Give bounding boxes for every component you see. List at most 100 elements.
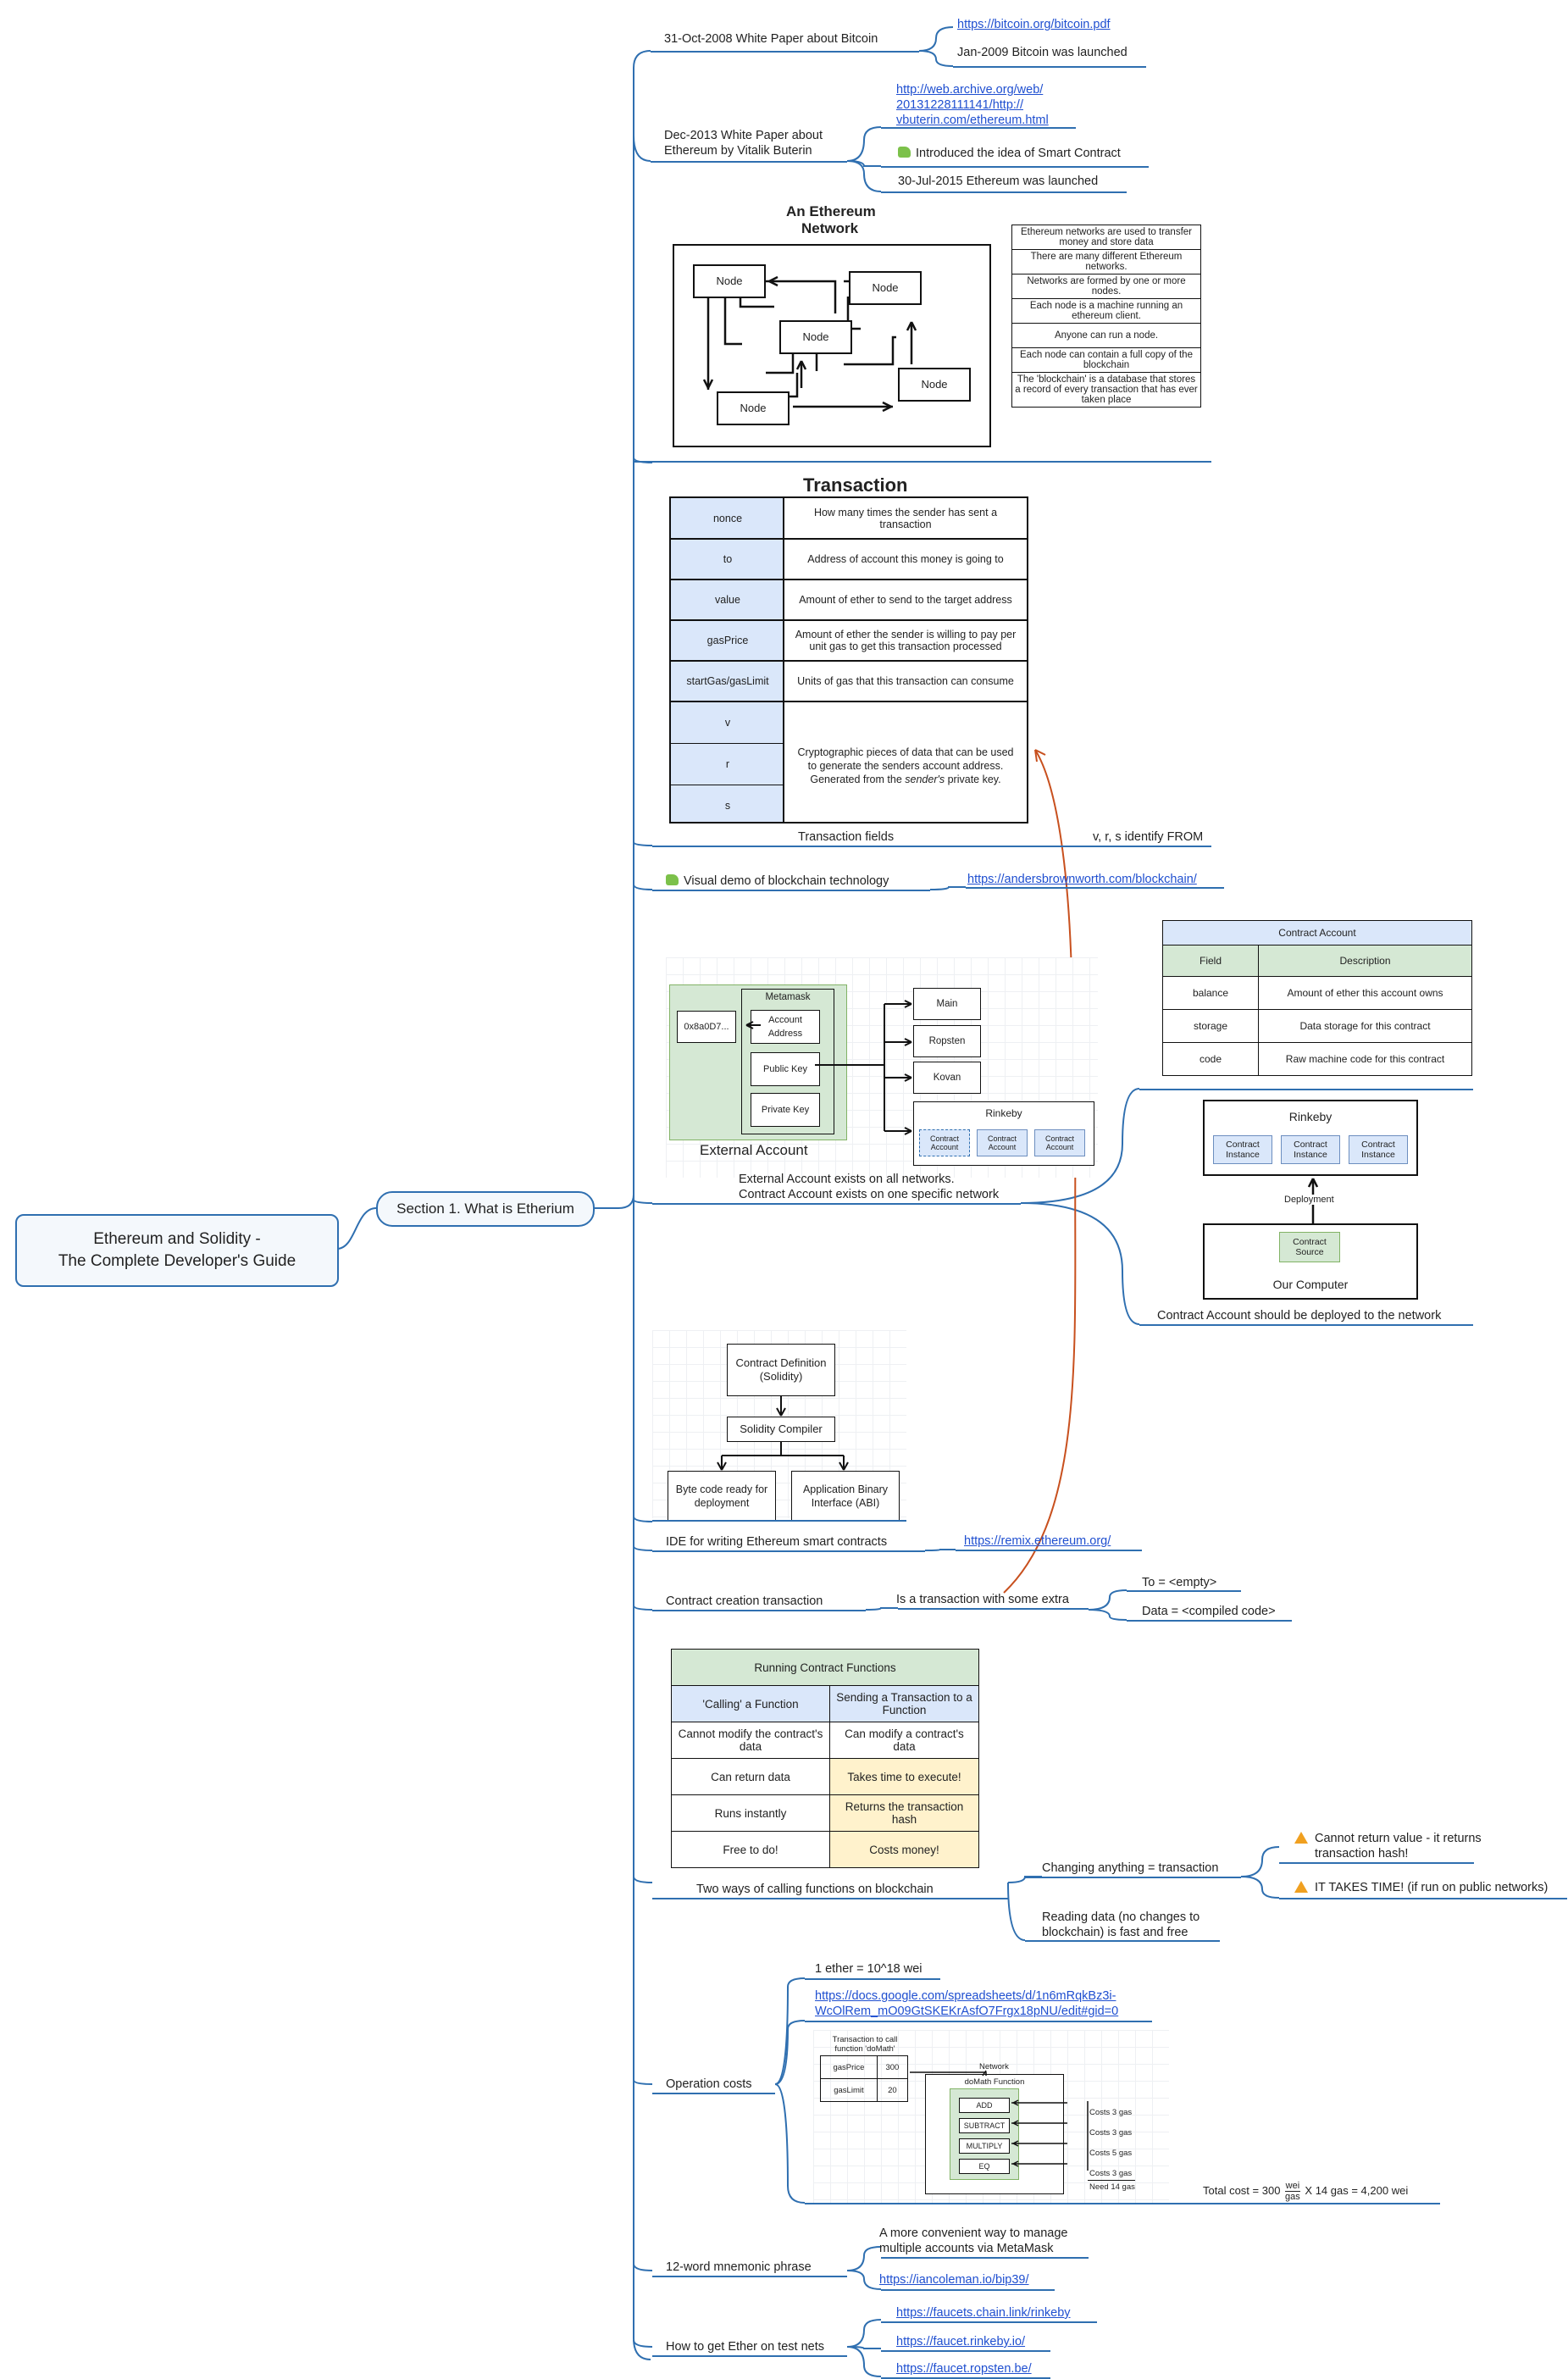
faucets-label: How to get Ether on test nets [666,2340,824,2354]
op-cost-add: Costs 3 gas [1089,2108,1133,2117]
network-main: Main [913,988,981,1020]
eth-launch: 30-Jul-2015 Ethereum was launched [898,175,1099,188]
calling-row-1: Cannot modify the contract's data [671,1722,830,1759]
public-key-box: Public Key [751,1052,820,1086]
domath-box: ADD SUBTRACT MULTIPLY EQ [950,2088,1019,2180]
node-bottom: Node [717,391,790,425]
gasprice-value: 300 [876,2055,909,2079]
fact-2: There are many different Ethereum networ… [1012,250,1200,274]
warning-1-line2: transaction hash! [1315,1847,1409,1860]
deploy-caption: Contract Account should be deployed to t… [1157,1309,1442,1323]
node-center: Node [779,320,852,354]
solidity-compiler-box: Solidity Compiler [727,1417,835,1442]
root-topic[interactable]: Ethereum and Solidity - The Complete Dev… [15,1214,339,1287]
sig-desc-line3a: Generated from the [810,773,902,785]
faucet-link-rinkeby[interactable]: https://faucet.rinkeby.io/ [896,2335,1026,2348]
sig-desc-line3b: sender's [905,773,945,785]
visual-demo-label: Visual demo of blockchain technology [666,874,889,888]
fact-1: Ethereum networks are used to transfer m… [1012,225,1200,250]
bip39-link[interactable]: https://iancoleman.io/bip39/ [879,2273,1029,2287]
tx-field-gasprice: gasPrice [706,635,749,646]
cell-code: code [1162,1042,1259,1076]
bitcoin-paper-label: 31-Oct-2008 White Paper about Bitcoin [664,32,878,46]
header-field: Field [1162,945,1259,977]
total-cost-b: X 14 gas = 4,200 wei [1305,2183,1409,2197]
eth-paper-label-2: Ethereum by Vitalik Buterin [664,144,812,158]
network-title-1: An Ethereum [786,203,876,219]
accounts-note-1: External Account exists on all networks. [739,1173,955,1186]
calling-row-4: Free to do! [671,1831,830,1868]
op-cost-multiply: Costs 5 gas [1089,2149,1133,2158]
network-facts: Ethereum networks are used to transfer m… [1011,225,1201,408]
cell-balance-desc: Amount of ether this account owns [1258,976,1472,1010]
bytecode-box: Byte code ready for deployment [668,1471,776,1522]
warning-icon [1294,1881,1308,1893]
node-right: Node [898,368,971,402]
tx-desc-nonce: How many times the sender has sent a tra… [813,506,998,530]
node-top-left: Node [693,264,766,298]
eth-archive-link-1[interactable]: http://web.archive.org/web/ [896,83,1044,97]
accounts-note-2: Contract Account exists on one specific … [739,1188,1000,1201]
eth-archive-link-2[interactable]: 20131228111141/http:// [896,98,1023,112]
abi-line1: Application Binary [802,1483,889,1495]
root-title-line1: Ethereum and Solidity - [93,1230,261,1248]
spreadsheet-link-1[interactable]: https://docs.google.com/spreadsheets/d/1… [815,1989,1116,2003]
creation-to: To = <empty> [1142,1576,1217,1589]
col-sending: Sending a Transaction to a Function [829,1685,979,1722]
account-address-box: Account Address [751,1010,820,1044]
gaslimit-label: gasLimit [820,2078,878,2102]
bitcoin-pdf-link[interactable]: https://bitcoin.org/bitcoin.pdf [957,18,1111,31]
gas-arrows [910,2070,1089,2171]
network-ropsten: Ropsten [913,1025,981,1057]
our-computer-label: Our Computer [1272,1278,1349,1291]
smart-contract-text: Introduced the idea of Smart Contract [916,147,1121,160]
transaction-fields-label: Transaction fields [798,830,895,844]
tx-field-v: v [671,702,784,744]
section-topic[interactable]: Section 1. What is Etherium [376,1191,595,1227]
metamask-title: Metamask [765,992,811,1002]
blockchain-demo-link[interactable]: https://andersbrownworth.com/blockchain/ [967,873,1197,886]
faucet-link-ropsten[interactable]: https://faucet.ropsten.be/ [896,2362,1032,2376]
definition-line2: (Solidity) [759,1370,803,1383]
network-rinkeby-box: Rinkeby Contract Account Contract Accoun… [913,1101,1094,1166]
vrs-note: v, r, s identify FROM [1093,830,1204,844]
remix-link[interactable]: https://remix.ethereum.org/ [964,1534,1111,1548]
fact-4: Each node is a machine running an ethere… [1012,299,1200,324]
running-caption: Two ways of calling functions on blockch… [696,1883,934,1896]
contract-instance-2: Contract Instance [1281,1135,1340,1164]
tx-call-title-1: Transaction to call [832,2035,898,2044]
domath-label: doMath Function [964,2077,1025,2087]
contract-account-2: Contract Account [977,1129,1028,1156]
faucet-link-chainlink[interactable]: https://faucets.chain.link/rinkeby [896,2306,1071,2320]
network-title-2: Network [801,220,859,236]
tx-call-title-2: function 'doMath' [834,2044,895,2054]
tx-field-value: value [715,594,740,606]
sig-desc-line3c: private key. [947,773,1001,785]
cell-balance: balance [1162,976,1259,1010]
root-connector [336,1207,377,1250]
section-title: Section 1. What is Etherium [396,1201,574,1217]
spreadsheet-link-2[interactable]: WcOlRem_mO09GtSKEKrAsfO7Frgx18pNU/edit#g… [815,2005,1119,2018]
tx-field-r: r [671,744,784,785]
sending-row-1: Can modify a contract's data [829,1722,979,1759]
network-box: doMath Function ADD SUBTRACT MULTIPLY EQ [925,2074,1064,2194]
smart-contract-note: Introduced the idea of Smart Contract [898,147,1121,160]
op-cost-eq: Costs 3 gas [1089,2169,1133,2178]
eth-archive-link-3[interactable]: vbuterin.com/ethereum.html [896,114,1049,127]
contract-definition-box: Contract Definition (Solidity) [727,1344,835,1396]
address-value-box: 0x8a0D7... [677,1011,736,1043]
thumbs-up-icon [898,147,911,158]
total-fraction-num: wei [1285,2181,1300,2192]
reading-line2: blockchain) is fast and free [1042,1926,1188,1939]
abi-line2: Interface (ABI) [811,1497,880,1509]
warning-2-text: IT TAKES TIME! (if run on public network… [1315,1881,1549,1894]
total-cost-a: Total cost = 300 [1203,2183,1281,2197]
gasprice-label: gasPrice [820,2055,878,2079]
cell-code-desc: Raw machine code for this contract [1258,1042,1472,1076]
network-diagram: Node Node Node Node Node [673,244,991,447]
warning-1-text: Cannot return value - it returns [1315,1832,1482,1845]
